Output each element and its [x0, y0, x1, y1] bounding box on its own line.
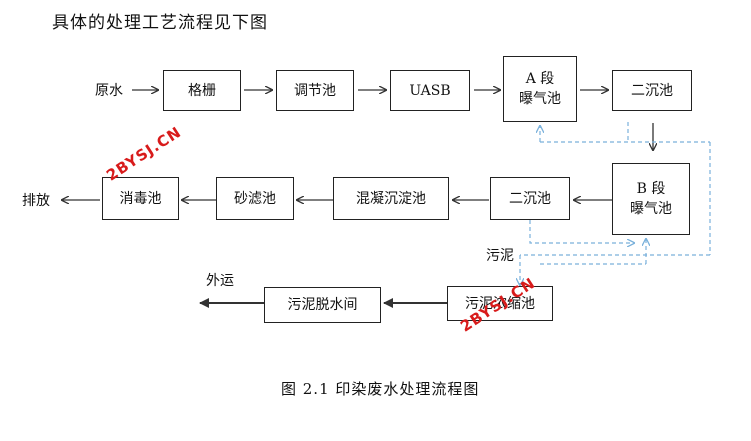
page-heading: 具体的处理工艺流程见下图 — [52, 13, 268, 33]
node-b-stage-aeration: B 段 曝气池 — [612, 163, 690, 235]
node-disinfection-tank: 消毒池 — [102, 177, 179, 220]
figure-caption: 图 2.1 印染废水处理流程图 — [281, 380, 480, 398]
node-sludge-dewatering-room: 污泥脱水间 — [264, 287, 381, 323]
node-a-stage-aeration: A 段 曝气池 — [503, 56, 577, 122]
raw-water-label: 原水 — [95, 83, 123, 99]
node-sludge-thickener: 污泥浓缩池 — [447, 286, 553, 321]
node-secondary-clarifier-2: 二沉池 — [490, 177, 570, 220]
node-uasb: UASB — [390, 70, 470, 111]
sludge-return-lines — [520, 122, 711, 285]
discharge-label: 排放 — [22, 193, 50, 209]
node-screen: 格栅 — [163, 70, 241, 111]
node-sand-filter: 砂滤池 — [216, 177, 294, 220]
node-secondary-clarifier-1: 二沉池 — [612, 70, 692, 111]
node-regulating-tank: 调节池 — [276, 70, 354, 111]
sludge-label: 污泥 — [486, 248, 514, 264]
transport-label: 外运 — [206, 273, 234, 289]
node-coag-sedimentation: 混凝沉淀池 — [333, 177, 449, 220]
